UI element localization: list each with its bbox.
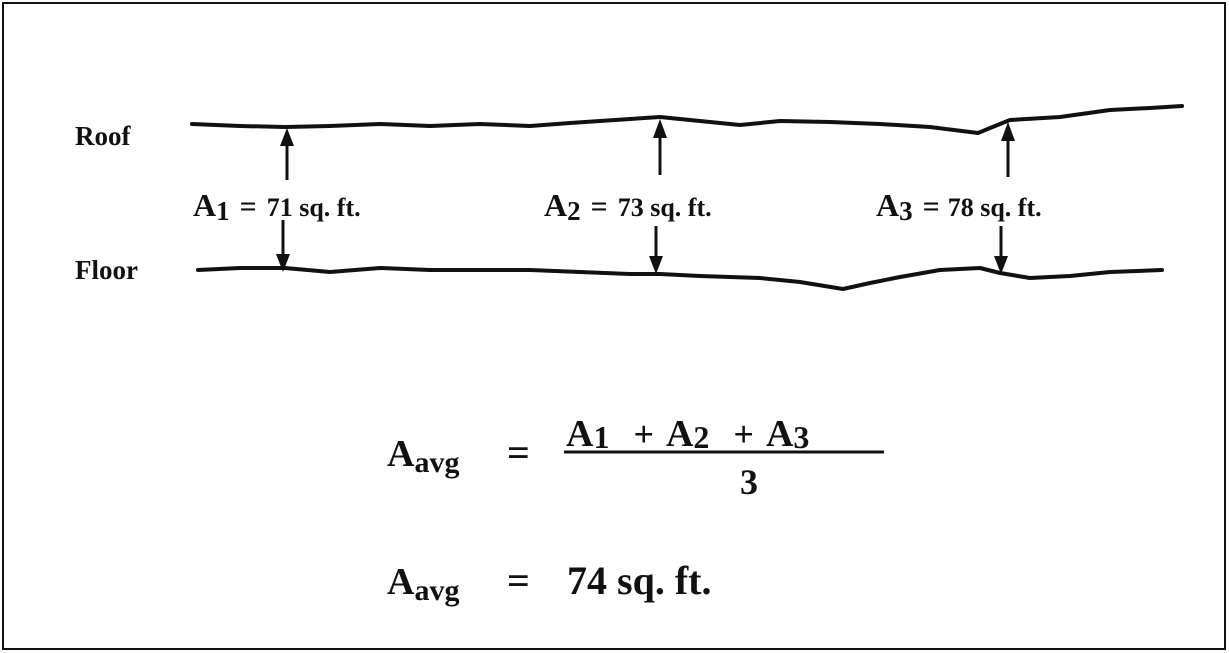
roof-line	[190, 104, 1184, 135]
formula-numerator: A1+A2+A3	[566, 413, 809, 455]
formula-lhs: Aavg	[387, 433, 459, 479]
measurement-a2: A2=73 sq. ft.	[544, 187, 712, 226]
average-result: Aavg = 74 sq. ft.	[387, 558, 711, 607]
average-formula: Aavg = A1+A2+A3 3	[387, 413, 884, 502]
floor-label: Floor	[75, 255, 138, 285]
measurement-a3: A3=78 sq. ft.	[876, 187, 1042, 226]
measurement-a1: A1=71 sq. ft.	[193, 187, 361, 226]
result-value: 74 sq. ft.	[567, 558, 711, 603]
arrow-a1	[276, 128, 294, 272]
formula-equals: =	[507, 430, 530, 475]
arrow-a2	[649, 119, 667, 274]
formula-denominator: 3	[740, 462, 758, 502]
roof-label: Roof	[75, 121, 131, 151]
result-equals: =	[507, 558, 530, 603]
result-lhs: Aavg	[387, 561, 459, 607]
floor-line	[196, 266, 1164, 291]
arrow-a3	[994, 122, 1015, 274]
